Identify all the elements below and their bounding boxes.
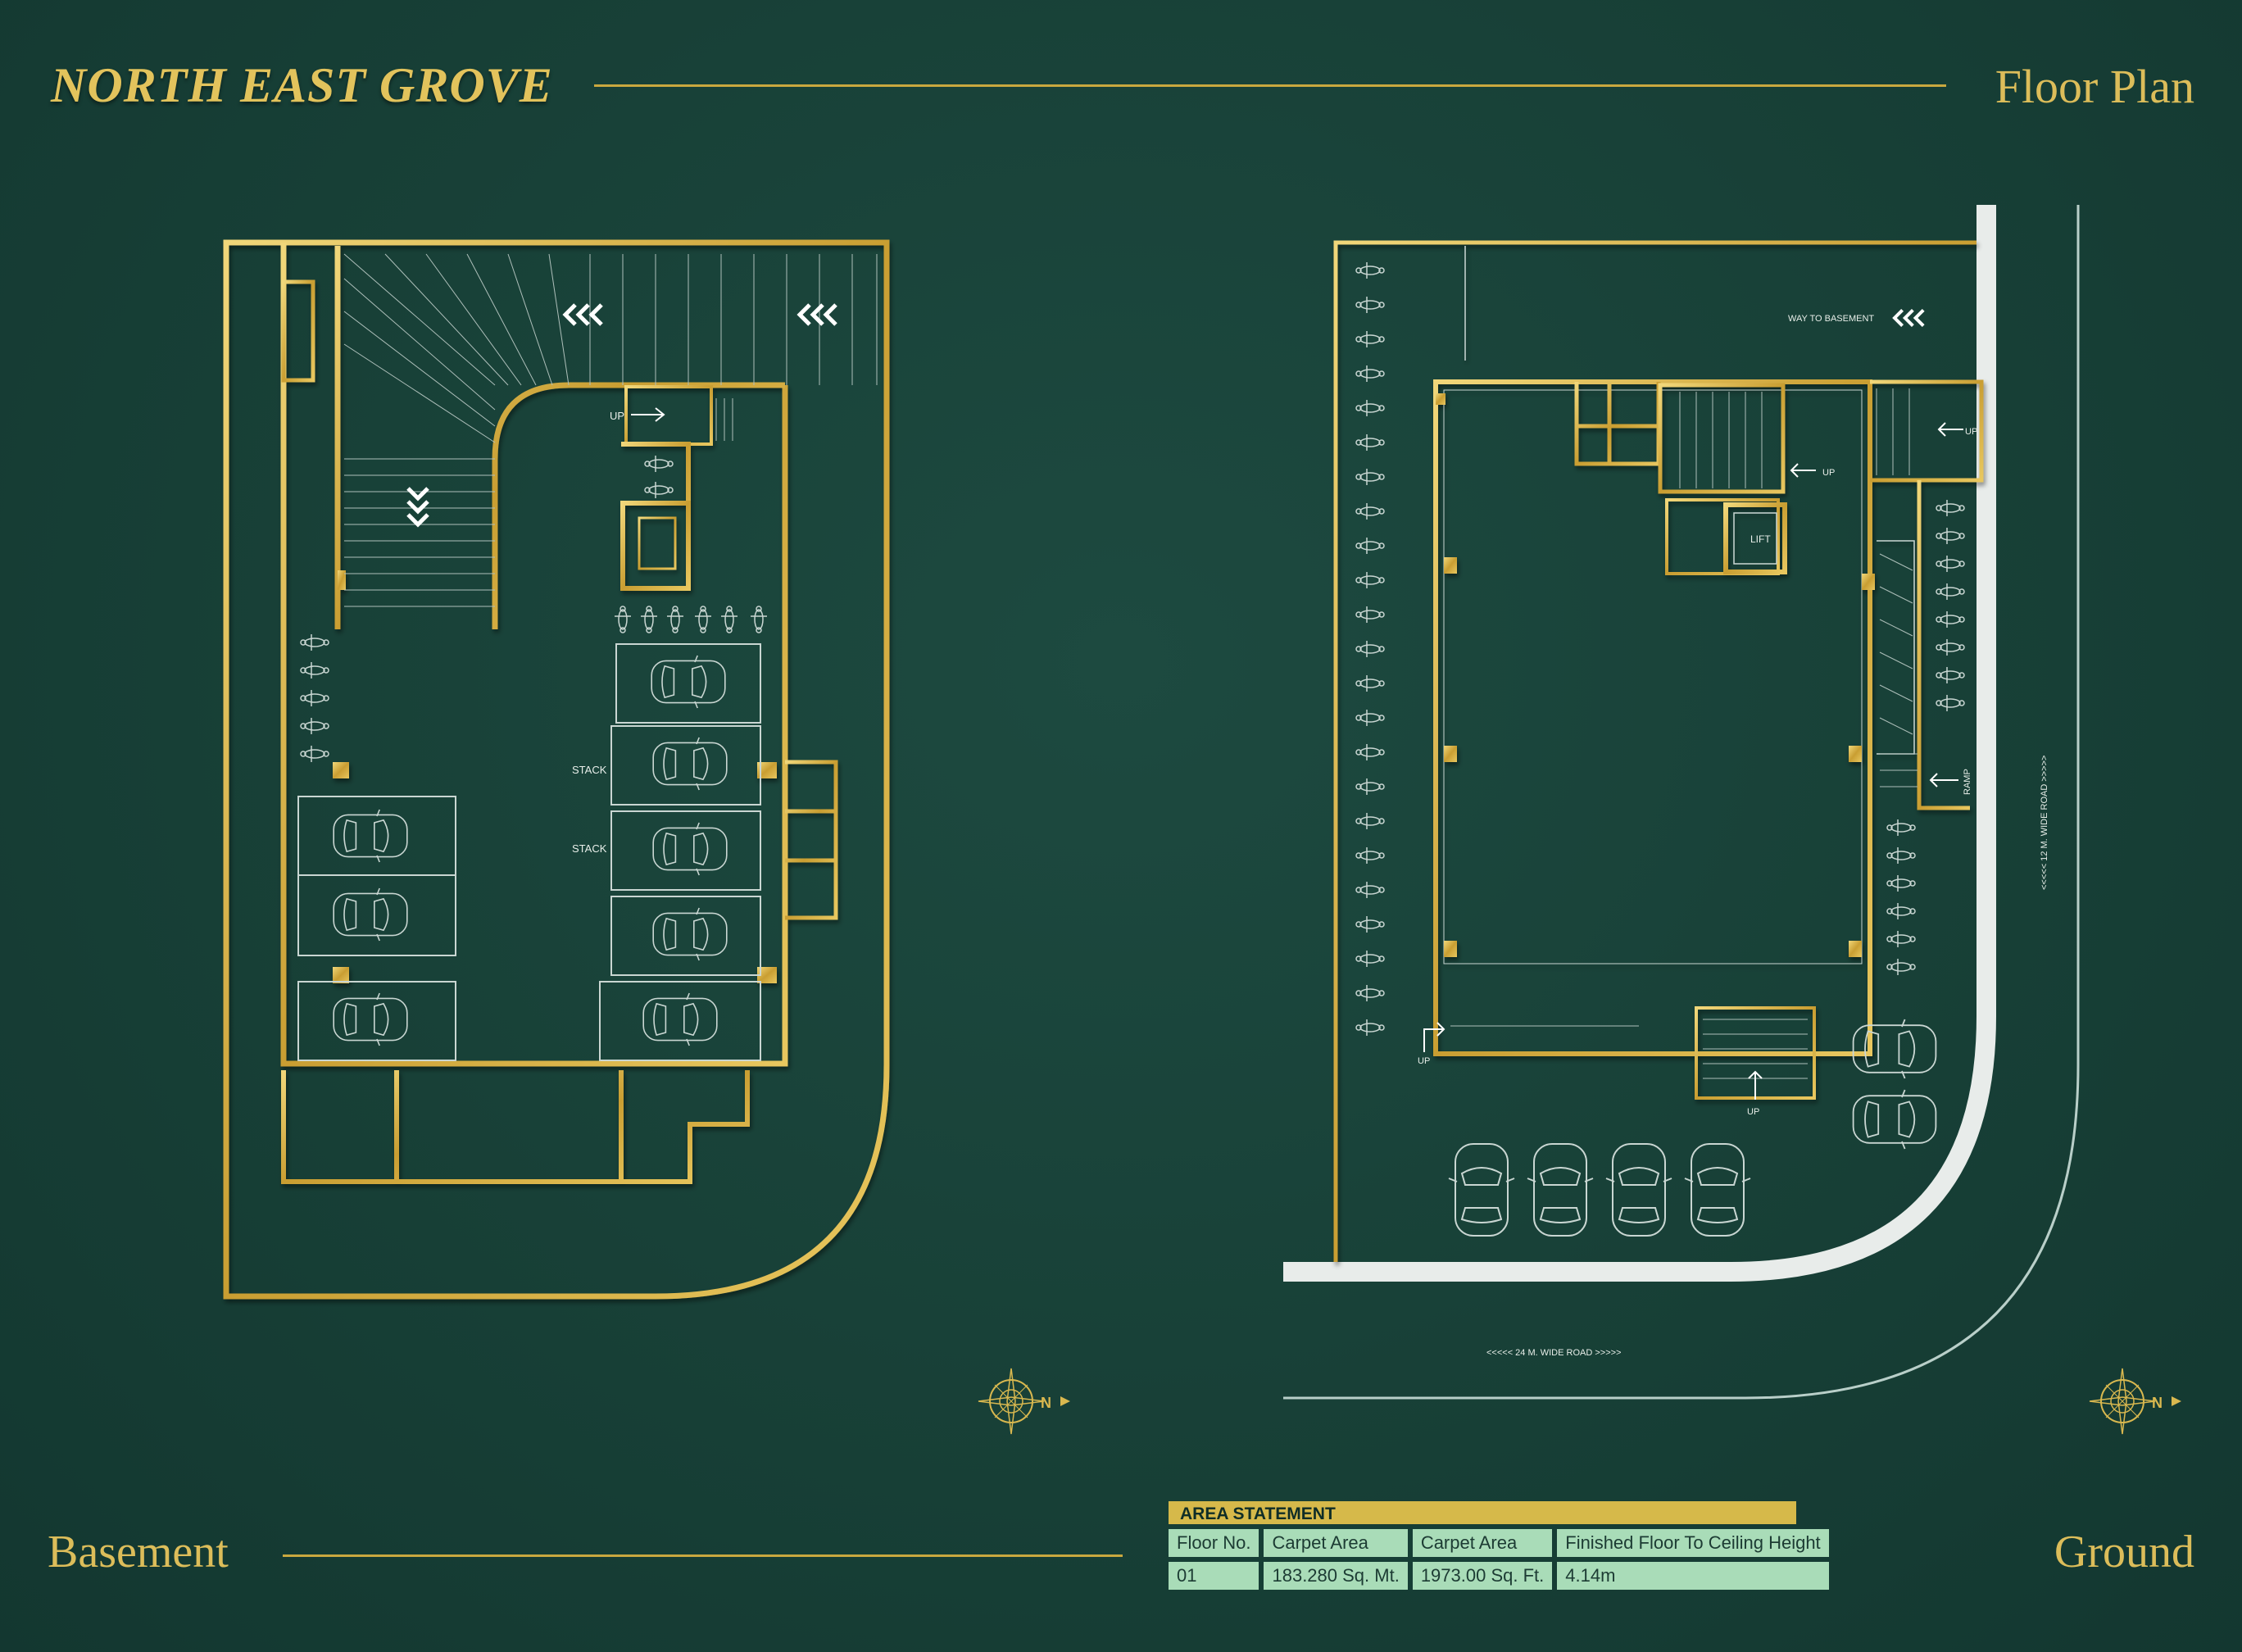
compass-icon: N (2089, 1368, 2181, 1435)
way-to-basement-label: WAY TO BASEMENT (1788, 314, 1874, 324)
area-statement-table: AREA STATEMENT Floor No. Carpet Area Car… (1169, 1501, 1829, 1595)
compass-north-label: N (1041, 1395, 1051, 1411)
cell-carpet-area-sqft: 1973.00 Sq. Ft. (1412, 1562, 1553, 1590)
header-floor-no: Floor No. (1169, 1529, 1259, 1557)
basement-up-label: UP (610, 410, 624, 422)
basement-plan (223, 239, 890, 1300)
header-carpet-area-sqft: Carpet Area (1412, 1529, 1553, 1557)
section-title: Floor Plan (1995, 60, 2194, 113)
area-table: Floor No. Carpet Area Carpet Area Finish… (1164, 1524, 1834, 1595)
ground-stair-lines (1450, 388, 1918, 1079)
basement-annotations: UP STACK STACK (572, 407, 665, 855)
road-12m-label: <<<<< 12 M. WIDE ROAD >>>>> (2040, 756, 2049, 890)
header-ceiling-height: Finished Floor To Ceiling Height (1557, 1529, 1829, 1557)
basement-bikes (300, 455, 768, 763)
basement-plan-label: Basement (48, 1527, 229, 1577)
header-rule (594, 84, 1946, 87)
ground-bikes (1355, 261, 1965, 1037)
compass-icon: N (978, 1368, 1070, 1435)
ground-arrows (1895, 310, 1923, 325)
up-left-label: UP (1418, 1056, 1430, 1066)
header-carpet-area-sqmt: Carpet Area (1264, 1529, 1408, 1557)
brand-title: NORTH EAST GROVE (51, 58, 553, 112)
ground-annotations: WAY TO BASEMENT LIFT UP UP RAMP UP UP <<… (1418, 314, 2049, 1358)
basement-ramp (343, 253, 878, 607)
table-header-row: Floor No. Carpet Area Carpet Area Finish… (1169, 1529, 1829, 1557)
cell-ceiling-height: 4.14m (1557, 1562, 1829, 1590)
table-row: 01 183.280 Sq. Mt. 1973.00 Sq. Ft. 4.14m (1169, 1562, 1829, 1590)
stack-label: STACK (572, 842, 607, 855)
cell-floor-no: 01 (1169, 1562, 1259, 1590)
basement-parking (297, 643, 761, 1061)
compass-north-label: N (2152, 1395, 2163, 1411)
cell-carpet-area-sqmt: 183.280 Sq. Mt. (1264, 1562, 1408, 1590)
basement-cars (333, 655, 728, 1046)
ground-roads (1283, 205, 2080, 1400)
footer-rule (283, 1554, 1123, 1557)
ramp-label: RAMP (1963, 769, 1972, 795)
ground-plan (1333, 240, 1984, 1262)
ramp-up-label: UP (1965, 427, 1977, 437)
stack-label: STACK (572, 764, 607, 776)
stair-up-label: UP (1822, 468, 1835, 478)
ground-plan-label: Ground (2054, 1527, 2194, 1577)
up-bottom-label: UP (1747, 1107, 1759, 1117)
lift-label: LIFT (1750, 533, 1771, 545)
road-24m-label: <<<<< 24 M. WIDE ROAD >>>>> (1486, 1348, 1621, 1358)
area-statement-title: AREA STATEMENT (1169, 1501, 1796, 1524)
